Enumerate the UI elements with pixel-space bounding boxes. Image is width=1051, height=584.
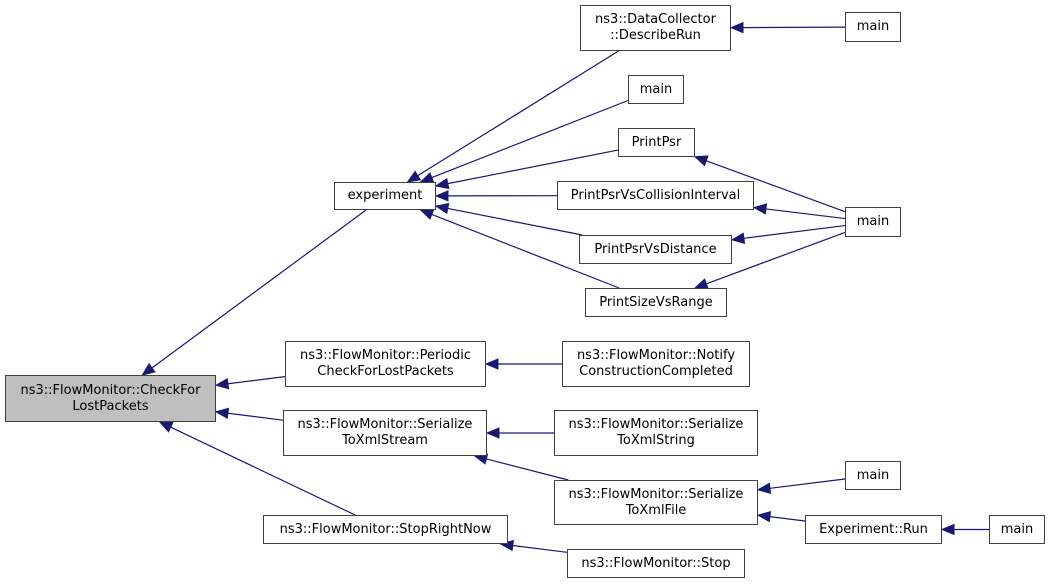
node-label: ns3::FlowMonitor::Stop bbox=[581, 555, 731, 571]
arrowhead-icon bbox=[940, 523, 955, 536]
node-label: ToXmlStream bbox=[342, 433, 428, 448]
node-label: main bbox=[856, 467, 890, 483]
node-printpsr[interactable]: PrintPsr bbox=[618, 128, 695, 157]
node-label: CheckForLostPackets bbox=[317, 364, 454, 379]
edge-main_b-to-experiment bbox=[431, 99, 629, 179]
arrowhead-icon bbox=[406, 170, 422, 183]
edge-main_c-to-print_psr bbox=[706, 160, 846, 213]
node-periodiccheckforlostpackets[interactable]: ns3::FlowMonitor::Periodic CheckForLostP… bbox=[285, 341, 486, 387]
node-label: PrintPsrVsCollisionInterval bbox=[570, 187, 741, 203]
node-main-experimentrun-caller[interactable]: main bbox=[989, 515, 1045, 544]
arrowhead-icon bbox=[419, 209, 435, 220]
node-serializetoxmlfile[interactable]: ns3::FlowMonitor::Serialize ToXmlFile bbox=[554, 480, 758, 525]
edge-print_size_range-to-experiment bbox=[431, 213, 620, 289]
edge-periodic_check-to-root bbox=[227, 376, 286, 385]
arrowhead-icon bbox=[756, 510, 772, 523]
node-label: LostPackets bbox=[72, 398, 149, 414]
node-label: ns3::FlowMonitor::CheckFor bbox=[20, 382, 201, 398]
node-label: ns3::FlowMonitor::Serialize bbox=[297, 417, 473, 432]
node-label: ToXmlFile bbox=[625, 502, 687, 518]
node-label: PrintSizeVsRange bbox=[599, 294, 713, 310]
edge-describe_run-to-experiment bbox=[417, 50, 619, 177]
edge-main_d-to-serialize_file bbox=[769, 478, 846, 489]
arrowhead-icon bbox=[730, 232, 746, 244]
arrowhead-icon bbox=[484, 358, 499, 370]
node-label: PrintPsr bbox=[631, 134, 682, 150]
edge-print_psr_distance-to-experiment bbox=[447, 207, 583, 236]
node-label: main bbox=[856, 19, 890, 34]
edge-main_c-to-print_size_range bbox=[706, 231, 846, 285]
node-stoprightnow[interactable]: ns3::FlowMonitor::StopRightNow bbox=[263, 515, 508, 544]
node-label: ns3::FlowMonitor::Notify bbox=[576, 348, 736, 363]
arrowhead-icon bbox=[214, 407, 230, 420]
node-label: ns3::FlowMonitor::Serialize bbox=[568, 486, 744, 502]
node-printsizevsrange[interactable]: PrintSizeVsRange bbox=[585, 288, 727, 317]
node-label: experiment bbox=[347, 188, 423, 203]
arrowhead-icon bbox=[485, 427, 500, 439]
arrowhead-icon bbox=[419, 172, 435, 183]
edge-main_c-to-print_psr_distance bbox=[743, 224, 846, 239]
node-label: main bbox=[639, 81, 673, 97]
arrowhead-icon bbox=[693, 155, 709, 167]
node-main-print-caller[interactable]: main bbox=[845, 207, 901, 237]
edge-serialize_file-to-serialize_stream bbox=[486, 458, 569, 481]
node-label: ConstructionCompleted bbox=[579, 364, 733, 379]
arrowhead-icon bbox=[158, 421, 174, 433]
edge-stop_right_now-to-root bbox=[170, 426, 356, 516]
node-root-checkforlostpackets: ns3::FlowMonitor::CheckFor LostPackets bbox=[5, 375, 216, 422]
node-label: ns3::FlowMonitor::StopRightNow bbox=[279, 521, 492, 537]
arrowhead-icon bbox=[752, 203, 768, 215]
node-label: ns3::FlowMonitor::Periodic bbox=[300, 348, 471, 363]
node-label: ToXmlString bbox=[617, 433, 695, 448]
edge-experiment_run-to-serialize_file bbox=[769, 516, 806, 522]
node-label: ns3::DataCollector bbox=[595, 12, 716, 27]
node-experiment-run[interactable]: Experiment::Run bbox=[805, 515, 942, 544]
node-label: ::DescribeRun bbox=[610, 28, 701, 43]
arrowhead-icon bbox=[434, 202, 450, 215]
node-label: main bbox=[856, 214, 890, 229]
arrowhead-icon bbox=[141, 362, 156, 376]
edge-serialize_stream-to-root bbox=[227, 412, 284, 421]
node-serializetoxmlstream[interactable]: ns3::FlowMonitor::Serialize ToXmlStream bbox=[283, 410, 487, 456]
node-main-describerun-caller[interactable]: main bbox=[845, 12, 901, 42]
arrowhead-icon bbox=[434, 190, 449, 202]
node-serializetoxmlstring[interactable]: ns3::FlowMonitor::Serialize ToXmlString bbox=[554, 410, 758, 456]
node-main-experiment-caller[interactable]: main bbox=[628, 75, 684, 104]
node-label: main bbox=[1000, 521, 1034, 537]
node-experiment[interactable]: experiment bbox=[334, 182, 436, 210]
arrowhead-icon bbox=[756, 482, 772, 494]
node-label: Experiment::Run bbox=[819, 521, 928, 537]
node-main-serializefile-caller[interactable]: main bbox=[845, 461, 901, 490]
node-notifyconstructioncompleted[interactable]: ns3::FlowMonitor::Notify ConstructionCom… bbox=[562, 341, 750, 387]
node-printpsrvsdistance[interactable]: PrintPsrVsDistance bbox=[579, 235, 732, 264]
node-datacollector-describerun[interactable]: ns3::DataCollector ::DescribeRun bbox=[580, 5, 731, 51]
node-printpsrvscollisioninterval[interactable]: PrintPsrVsCollisionInterval bbox=[557, 181, 754, 210]
arrowhead-icon bbox=[729, 21, 744, 34]
node-label: PrintPsrVsDistance bbox=[594, 241, 717, 257]
edge-experiment-to-root bbox=[151, 209, 367, 369]
arrowhead-icon bbox=[434, 177, 450, 190]
edge-main_c-to-print_psr_collision bbox=[765, 208, 846, 220]
node-label: ns3::FlowMonitor::Serialize bbox=[568, 417, 744, 432]
node-stop[interactable]: ns3::FlowMonitor::Stop bbox=[567, 549, 745, 578]
arrowhead-icon bbox=[214, 378, 230, 390]
edge-print_psr-to-experiment bbox=[447, 149, 619, 185]
edge-stop-to-stop_right_now bbox=[512, 544, 568, 553]
